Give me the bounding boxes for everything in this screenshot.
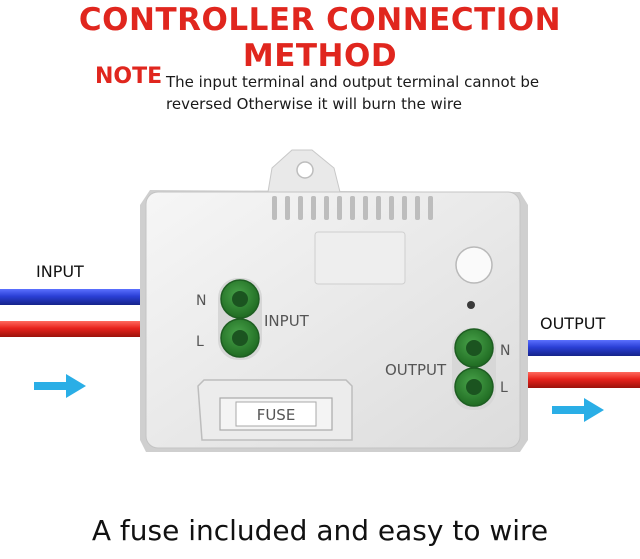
fuse-label: FUSE [257, 406, 296, 424]
status-led-icon [467, 301, 475, 309]
input-wire-blue [0, 289, 162, 305]
output-arrow-icon [552, 398, 604, 422]
l-label-input: L [196, 334, 204, 350]
output-wire-blue [508, 340, 640, 356]
note-text-line-2: reversed Otherwise it will burn the wire [166, 95, 462, 113]
output-terminal-label: OUTPUT [385, 361, 447, 379]
pairing-button[interactable] [455, 246, 493, 284]
output-label: OUTPUT [540, 314, 606, 333]
n-label-output: N [500, 343, 510, 359]
note-text-line-1: The input terminal and output terminal c… [166, 73, 540, 91]
input-arrow-icon [34, 374, 86, 398]
mounting-hole-icon [296, 161, 314, 179]
input-terminal-label: INPUT [264, 312, 310, 330]
l-label-output: L [500, 380, 508, 396]
caption: A fuse included and easy to wire [91, 514, 549, 547]
vent-slots [272, 196, 433, 220]
input-label: INPUT [36, 262, 84, 281]
output-terminal-block [452, 328, 496, 410]
input-terminal-block [218, 278, 262, 360]
note-label: NOTE [95, 64, 163, 89]
n-label-input: N [196, 293, 206, 309]
input-wire-red [0, 321, 162, 337]
label-recess [314, 231, 406, 285]
output-wire-red [508, 372, 640, 388]
page-title: CONTROLLER CONNECTION METHOD [78, 2, 562, 74]
